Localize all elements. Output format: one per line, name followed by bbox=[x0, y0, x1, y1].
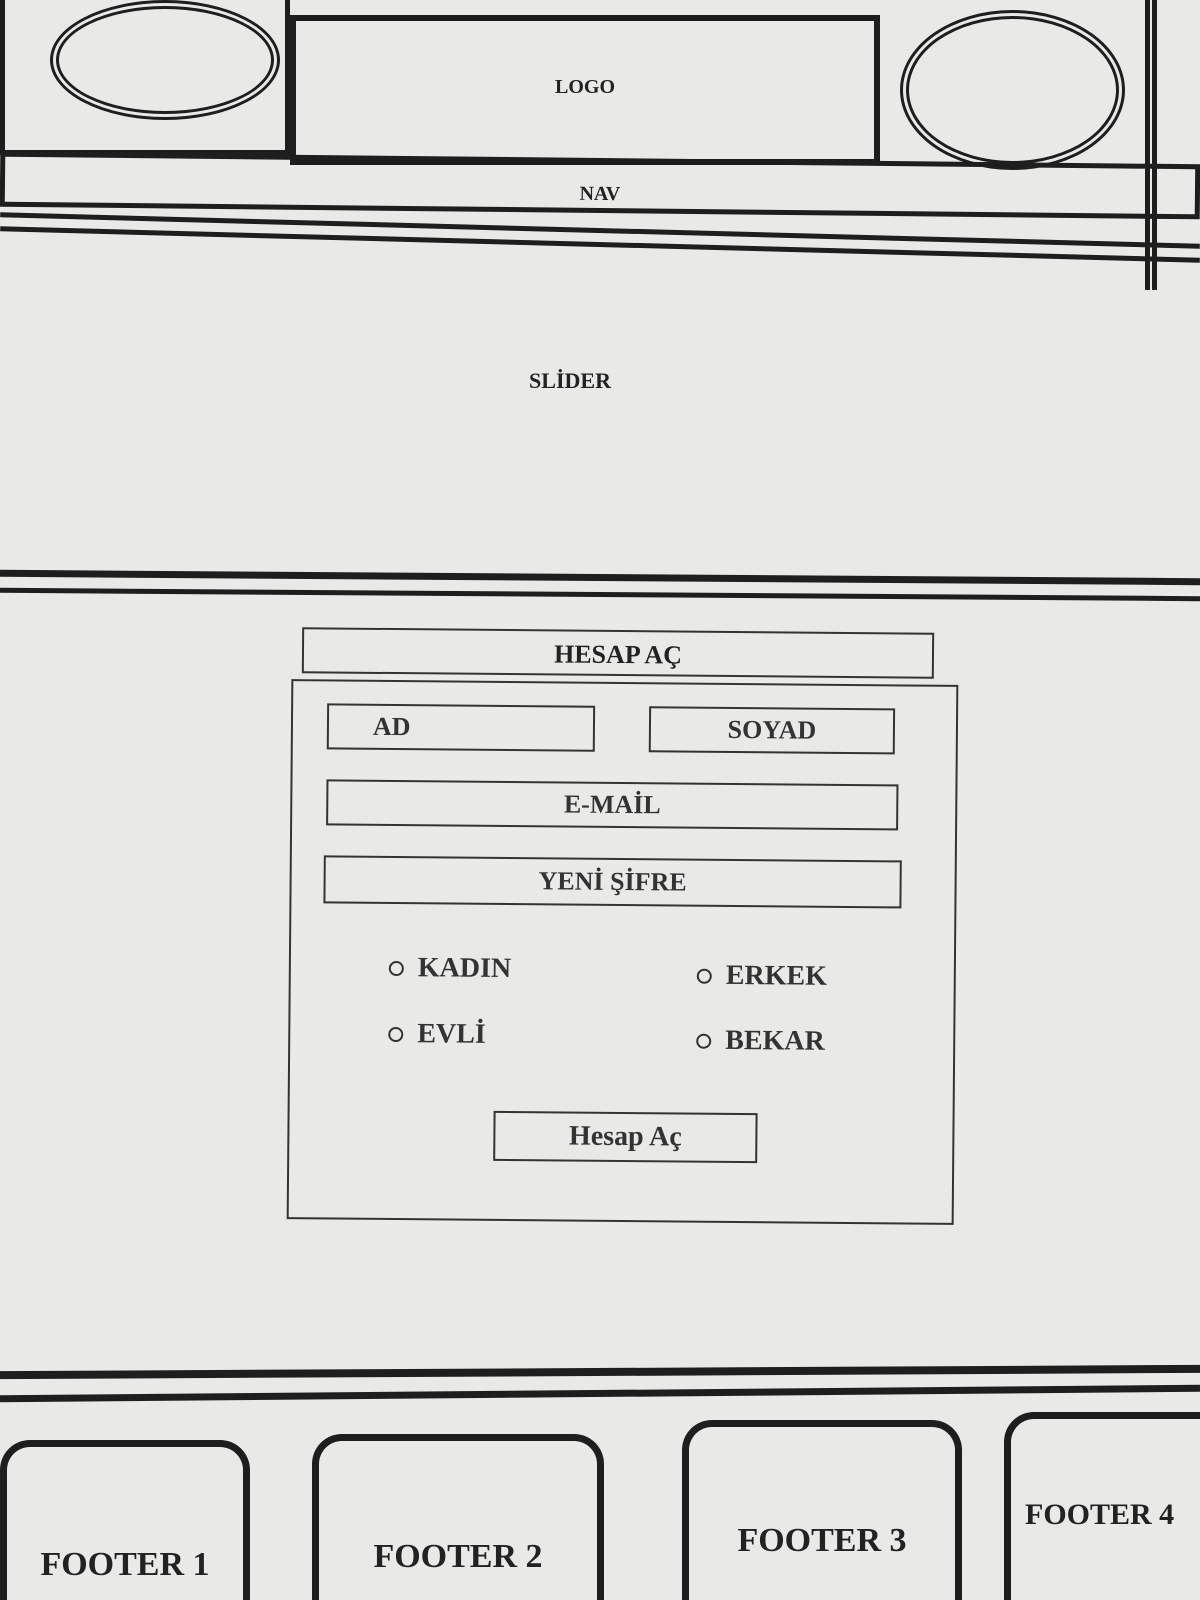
header: LOGO bbox=[0, 0, 1200, 290]
header-left-box bbox=[0, 0, 290, 155]
slider[interactable]: SLİDER bbox=[0, 250, 1200, 570]
signup-form: AD SOYAD E-MAİL YENİ ŞİFRE KADIN ERKEK E… bbox=[286, 679, 959, 1225]
footer-top-border bbox=[0, 1364, 1200, 1380]
radio-female-label: KADIN bbox=[417, 952, 512, 985]
radio-circle-icon[interactable] bbox=[696, 968, 712, 984]
password-input[interactable]: YENİ ŞİFRE bbox=[323, 855, 902, 909]
footer-top-border-inner bbox=[0, 1384, 1200, 1403]
footer-1[interactable]: FOOTER 1 bbox=[0, 1440, 250, 1600]
footer-3[interactable]: FOOTER 3 bbox=[682, 1420, 962, 1600]
footer-1-label: FOOTER 1 bbox=[40, 1546, 210, 1583]
radio-single-label: BEKAR bbox=[725, 1024, 825, 1057]
form-title-bar: HESAP AÇ bbox=[301, 627, 935, 679]
radio-female[interactable]: KADIN bbox=[388, 952, 512, 985]
slider-bottom-border bbox=[0, 569, 1200, 586]
right-edge-border bbox=[1145, 0, 1157, 290]
radio-married[interactable]: EVLİ bbox=[388, 1018, 486, 1051]
nav-label: NAV bbox=[579, 182, 621, 206]
email-input[interactable]: E-MAİL bbox=[326, 779, 899, 831]
submit-button[interactable]: Hesap Aç bbox=[493, 1110, 758, 1164]
logo-box: LOGO bbox=[290, 15, 880, 165]
footer-3-label: FOOTER 3 bbox=[737, 1522, 907, 1559]
radio-male-label: ERKEK bbox=[725, 959, 828, 992]
last-name-input[interactable]: SOYAD bbox=[648, 706, 896, 755]
radio-circle-icon[interactable] bbox=[388, 1026, 404, 1042]
radio-male[interactable]: ERKEK bbox=[696, 959, 828, 993]
left-circle-icon bbox=[50, 0, 280, 120]
radio-single[interactable]: BEKAR bbox=[696, 1025, 825, 1058]
nav-bar[interactable]: NAV bbox=[0, 151, 1200, 220]
footer-4[interactable]: FOOTER 4 bbox=[1004, 1412, 1200, 1600]
right-circle-icon bbox=[900, 10, 1125, 170]
form-title: HESAP AÇ bbox=[553, 639, 683, 670]
radio-circle-icon[interactable] bbox=[388, 960, 404, 976]
logo-label: LOGO bbox=[554, 76, 615, 98]
radio-married-label: EVLİ bbox=[417, 1018, 486, 1050]
footer-4-label: FOOTER 4 bbox=[1025, 1498, 1175, 1531]
radio-circle-icon[interactable] bbox=[696, 1033, 712, 1049]
slider-bottom-border-inner bbox=[0, 587, 1200, 602]
footer-2[interactable]: FOOTER 2 bbox=[312, 1434, 604, 1600]
footer-2-label: FOOTER 2 bbox=[373, 1538, 543, 1575]
first-name-input[interactable]: AD bbox=[326, 703, 596, 752]
slider-label: SLİDER bbox=[529, 368, 611, 393]
